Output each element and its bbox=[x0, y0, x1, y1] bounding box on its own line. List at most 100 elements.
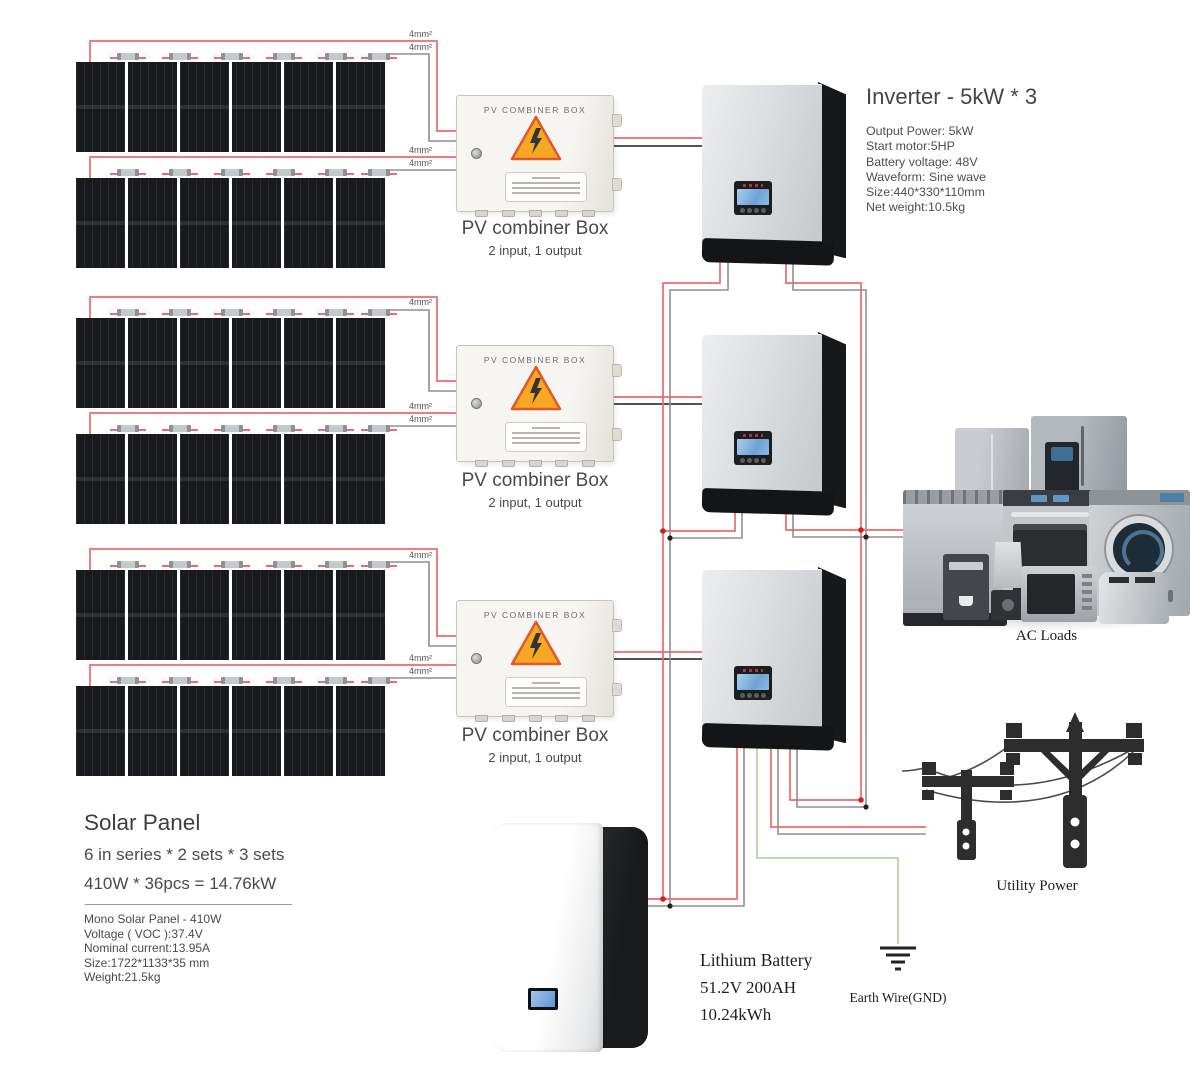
inverter-spec-line: Start motor:5HP bbox=[866, 139, 955, 154]
combiner-knob bbox=[471, 398, 482, 409]
pv-combiner-box-1: PV COMBINER BOX bbox=[456, 95, 622, 217]
battery-label: Lithium Battery 51.2V 200AH 10.24kWh bbox=[700, 950, 812, 1025]
warning-triangle-icon bbox=[510, 620, 562, 666]
mc4-connector-icon bbox=[368, 309, 390, 316]
inverter-spec-line: Net weight:10.5kg bbox=[866, 200, 966, 215]
combiner-device-label: PV COMBINER BOX bbox=[483, 105, 587, 115]
mc4-connector-icon bbox=[169, 53, 191, 60]
inverter-control-panel bbox=[734, 431, 772, 465]
inverter-spec-line: Battery voltage: 48V bbox=[866, 154, 978, 169]
combiner-device-label: PV COMBINER BOX bbox=[483, 610, 587, 620]
blender-icon bbox=[991, 542, 1025, 620]
inverter-side bbox=[818, 82, 846, 259]
combiner-terminals bbox=[475, 210, 595, 217]
solar-title: Solar Panel bbox=[84, 810, 201, 835]
combiner-knob bbox=[471, 148, 482, 159]
inverter-lcd-screen bbox=[737, 674, 769, 690]
solar-power: 410W * 36pcs = 14.76kW bbox=[84, 874, 277, 893]
inverter-unit-3 bbox=[701, 567, 846, 751]
solar-panel-row bbox=[76, 425, 397, 524]
utility-poles-image bbox=[901, 712, 1144, 868]
warning-triangle-icon bbox=[510, 115, 562, 161]
inverter-control-panel bbox=[734, 181, 772, 215]
solar-spec-line: Weight:21.5kg bbox=[84, 970, 161, 985]
combiner-caption-sub: 2 input, 1 output bbox=[488, 243, 582, 258]
earth-wire-caption: Earth Wire(GND) bbox=[849, 990, 947, 1005]
wire-size-label: 4mm² bbox=[409, 550, 432, 560]
battery-unit bbox=[487, 823, 648, 1052]
mounting-tab bbox=[612, 364, 622, 377]
wire-size-label: 4mm² bbox=[409, 145, 432, 155]
inverter-bottom bbox=[701, 488, 835, 516]
inverter-unit-1 bbox=[701, 82, 846, 266]
mc4-connector-icon bbox=[221, 309, 243, 316]
inverter-front bbox=[702, 569, 822, 739]
combiner-caption: PV combiner Box 2 input, 1 output bbox=[435, 470, 635, 510]
inverter-side bbox=[818, 567, 846, 744]
mc4-connector-icon bbox=[273, 53, 295, 60]
wire-size-label: 4mm² bbox=[409, 158, 432, 168]
coffee-maker-icon bbox=[943, 554, 989, 620]
utility-power-caption: Utility Power bbox=[996, 878, 1078, 894]
inverter-spec-line: Output Power: 5kW bbox=[866, 124, 974, 138]
wire-size-label: 4mm² bbox=[409, 401, 432, 411]
divider bbox=[85, 904, 292, 905]
mc4-connector-icon bbox=[117, 677, 139, 684]
microwave-icon bbox=[1021, 566, 1097, 622]
combiner-caption-sub: 2 input, 1 output bbox=[488, 495, 582, 510]
mc4-connector-icon bbox=[325, 309, 347, 316]
mc4-connector-icon bbox=[221, 561, 243, 568]
mc4-connector-icon bbox=[325, 425, 347, 432]
mc4-connector-icon bbox=[368, 677, 390, 684]
appliance-cluster bbox=[903, 406, 1190, 632]
inverter-spec-list: Output Power: 5kW Start motor:5HP Batter… bbox=[866, 124, 1037, 216]
mounting-tab bbox=[612, 619, 622, 632]
solar-specs-block: Solar Panel 6 in series * 2 sets * 3 set… bbox=[84, 810, 292, 985]
notice-label bbox=[505, 677, 587, 707]
mc4-connector-icon bbox=[169, 169, 191, 176]
mounting-tab bbox=[612, 114, 622, 127]
mc4-connector-icon bbox=[117, 425, 139, 432]
combiner-caption: PV combiner Box 2 input, 1 output bbox=[435, 218, 635, 258]
mc4-connector-icon bbox=[368, 53, 390, 60]
pv-combiner-box-2: PV COMBINER BOX bbox=[456, 345, 622, 467]
wire-size-label: 4mm² bbox=[409, 414, 432, 424]
inverter-spec-line: Size:440*330*110mm bbox=[866, 185, 985, 200]
mc4-connector-icon bbox=[169, 561, 191, 568]
inverter-lcd-screen bbox=[737, 189, 769, 205]
mc4-connector-icon bbox=[368, 425, 390, 432]
combiner-caption-title: PV combiner Box bbox=[461, 470, 609, 491]
battery-energy: 10.24kWh bbox=[700, 1005, 772, 1024]
mc4-connector-icon bbox=[117, 561, 139, 568]
mounting-tab bbox=[612, 428, 622, 441]
mc4-connector-icon bbox=[169, 425, 191, 432]
solar-panel-row bbox=[76, 169, 397, 268]
combiner-terminals bbox=[475, 460, 595, 467]
solar-spec-line: Nominal current:13.95A bbox=[84, 941, 211, 956]
combiner-caption-title: PV combiner Box bbox=[461, 218, 609, 239]
notice-label bbox=[505, 422, 587, 452]
mc4-connector-icon bbox=[117, 309, 139, 316]
combiner-caption: PV combiner Box 2 input, 1 output bbox=[435, 725, 635, 765]
mc4-connector-icon bbox=[221, 53, 243, 60]
mc4-connector-icon bbox=[273, 169, 295, 176]
pv-combiner-box-3: PV COMBINER BOX bbox=[456, 600, 622, 722]
solar-config: 6 in series * 2 sets * 3 sets bbox=[84, 845, 285, 864]
mc4-connector-icon bbox=[325, 677, 347, 684]
mc4-connector-icon bbox=[368, 169, 390, 176]
solar-spec-line: Size:1722*1133*35 mm bbox=[84, 955, 210, 970]
solar-spec-line: Voltage ( VOC ):37.4V bbox=[84, 926, 203, 941]
solar-panel-row bbox=[76, 677, 397, 776]
wire-size-label: 4mm² bbox=[409, 666, 432, 676]
mc4-connector-icon bbox=[169, 677, 191, 684]
mc4-connector-icon bbox=[325, 169, 347, 176]
mc4-connector-icon bbox=[273, 309, 295, 316]
mc4-connector-icon bbox=[169, 309, 191, 316]
inverter-control-panel bbox=[734, 666, 772, 700]
combiner-device-label: PV COMBINER BOX bbox=[483, 355, 587, 365]
mounting-tab bbox=[612, 178, 622, 191]
mc4-connector-icon bbox=[117, 53, 139, 60]
inverter-bottom bbox=[701, 238, 835, 266]
mc4-connector-icon bbox=[273, 425, 295, 432]
